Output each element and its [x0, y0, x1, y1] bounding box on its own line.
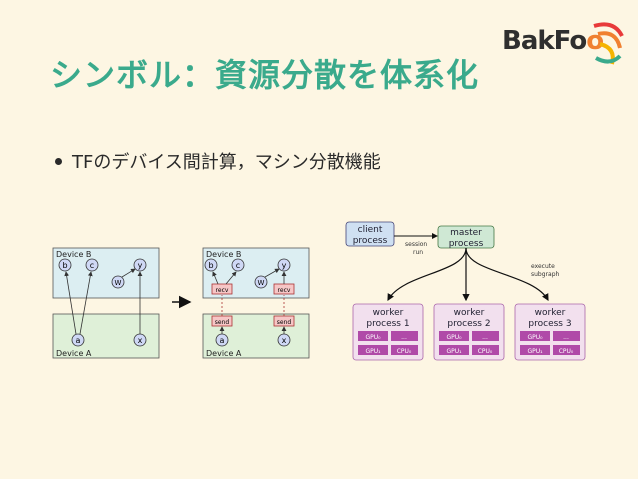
svg-text:worker: worker [373, 308, 404, 318]
svg-text:process: process [449, 239, 484, 249]
svg-text:send: send [215, 319, 230, 326]
svg-text:worker: worker [454, 308, 485, 318]
worker-process-3: worker process 3 GPU₀ ... GPU₁ CPU₀ [514, 303, 586, 361]
svg-text:x: x [138, 336, 143, 345]
svg-text:CPU₀: CPU₀ [559, 348, 574, 355]
svg-text:GPU₁: GPU₁ [365, 348, 381, 355]
node-w [111, 275, 125, 289]
logo-swirl-icon [593, 22, 624, 65]
logo-text: BakFoo [502, 26, 604, 56]
device-a-label: Device A [206, 349, 242, 358]
svg-text:W: W [258, 279, 265, 287]
node-a [71, 333, 85, 347]
device-a-label: Device A [56, 349, 92, 358]
svg-text:...: ... [401, 334, 407, 341]
svg-text:...: ... [563, 334, 569, 341]
svg-text:process 1: process 1 [366, 319, 409, 329]
svg-text:send: send [277, 319, 292, 326]
svg-text:process 3: process 3 [528, 319, 571, 329]
page-title: シンボル：資源分散を体系化 [50, 56, 480, 94]
worker-process-1: worker process 1 GPU₀ ... GPU₁ CPU₀ [352, 303, 424, 361]
svg-text:y: y [282, 261, 287, 270]
svg-text:W: W [115, 279, 122, 287]
node-b [58, 258, 72, 272]
svg-text:a: a [220, 336, 225, 345]
node-y [133, 258, 147, 272]
svg-text:GPU₁: GPU₁ [527, 348, 543, 355]
svg-text:a: a [76, 336, 81, 345]
node-c [85, 258, 99, 272]
svg-text:CPU₀: CPU₀ [397, 348, 412, 355]
svg-text:c: c [236, 261, 240, 270]
device-b-label: Device B [56, 250, 91, 259]
node-w [254, 275, 268, 289]
bullet-item: TFのデバイス間計算，マシン分散機能 [55, 148, 381, 174]
node-b [204, 258, 218, 272]
logo: BakFoo [502, 14, 632, 74]
svg-text:...: ... [482, 334, 488, 341]
svg-text:CPU₀: CPU₀ [478, 348, 493, 355]
worker-process-2: worker process 2 GPU₀ ... GPU₁ CPU₀ [433, 303, 505, 361]
before-graph: Device B Device A b c y W a x [52, 247, 160, 359]
svg-text:GPU₀: GPU₀ [527, 334, 543, 341]
node-y [277, 258, 291, 272]
master-process-label: master [450, 228, 482, 238]
recv-node-1 [211, 283, 233, 295]
svg-text:process 2: process 2 [447, 319, 490, 329]
bullet-dot-icon [55, 157, 62, 165]
svg-text:worker: worker [535, 308, 566, 318]
device-b-label: Device B [206, 250, 241, 259]
svg-text:run: run [413, 249, 423, 256]
client-process-label: client [358, 225, 383, 235]
session-label: session [405, 241, 427, 248]
svg-text:subgraph: subgraph [531, 271, 559, 278]
after-graph: Device B Device A b c y W recv recv send… [202, 247, 310, 359]
svg-text:recv: recv [216, 287, 229, 294]
device-partition-diagram: Device B Device A b c y W a x Device B D… [52, 247, 310, 359]
svg-text:b: b [62, 261, 67, 270]
svg-text:process: process [353, 236, 388, 246]
node-c [231, 258, 245, 272]
svg-text:GPU₀: GPU₀ [365, 334, 381, 341]
client-process-box [345, 221, 395, 247]
svg-text:b: b [208, 261, 213, 270]
distributed-architecture-diagram: client process master process session ru… [345, 221, 586, 361]
svg-text:y: y [138, 261, 143, 270]
svg-text:c: c [90, 261, 94, 270]
execute-label: execute [531, 263, 555, 270]
svg-text:GPU₀: GPU₀ [446, 334, 462, 341]
svg-text:GPU₁: GPU₁ [446, 348, 462, 355]
svg-text:x: x [282, 336, 287, 345]
svg-text:recv: recv [278, 287, 291, 294]
